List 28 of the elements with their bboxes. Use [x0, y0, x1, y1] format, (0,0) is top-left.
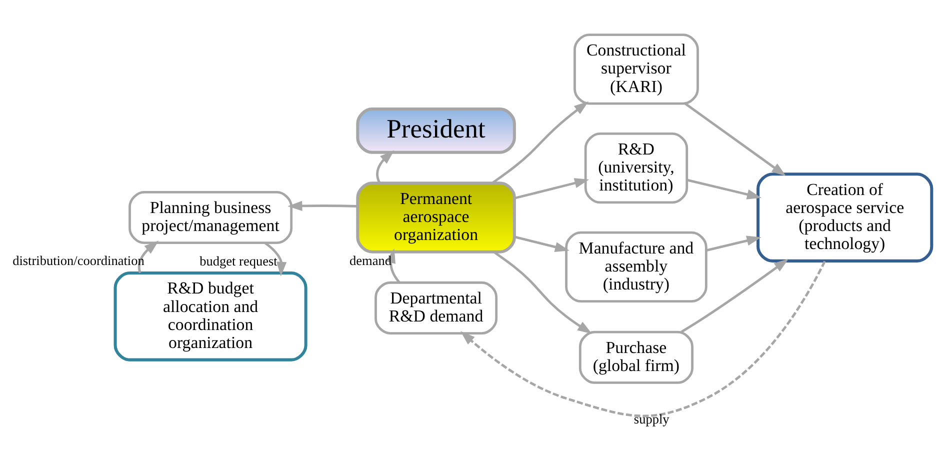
arrow	[687, 178, 762, 200]
node-box: Manufacture and assembly (industry)	[565, 231, 708, 303]
arrow	[264, 242, 287, 276]
edge-label: demand	[350, 252, 392, 268]
node-box: R&D budget allocation and coordination organization	[114, 271, 308, 362]
node-box: Departmental R&D demand	[374, 281, 498, 334]
edge-label: budget request	[200, 253, 278, 268]
arrow	[492, 101, 589, 184]
arrow	[386, 248, 400, 284]
edge-label: distribution/coordination	[12, 253, 144, 268]
edge-label: supply	[634, 411, 670, 426]
arrow	[684, 102, 786, 176]
node-box: Purchase (global firm)	[578, 330, 694, 384]
arrow	[460, 260, 826, 418]
arrow	[706, 236, 762, 252]
arrow	[514, 178, 590, 200]
node-box: Planning business project/management	[128, 190, 293, 244]
node-box: Creation of aerospace service (products and technology)	[756, 172, 934, 262]
node-box: R&D (university, institution)	[584, 132, 688, 204]
node-box: Constructional supervisor (KARI)	[574, 34, 699, 105]
arrow	[514, 236, 570, 252]
node-box: Permanent aerospace organization	[356, 182, 516, 254]
arrow	[138, 240, 159, 274]
node-box: President	[356, 107, 516, 154]
arrow	[376, 150, 394, 184]
arrow	[680, 258, 788, 333]
arrow	[288, 200, 358, 211]
arrow	[493, 250, 592, 334]
